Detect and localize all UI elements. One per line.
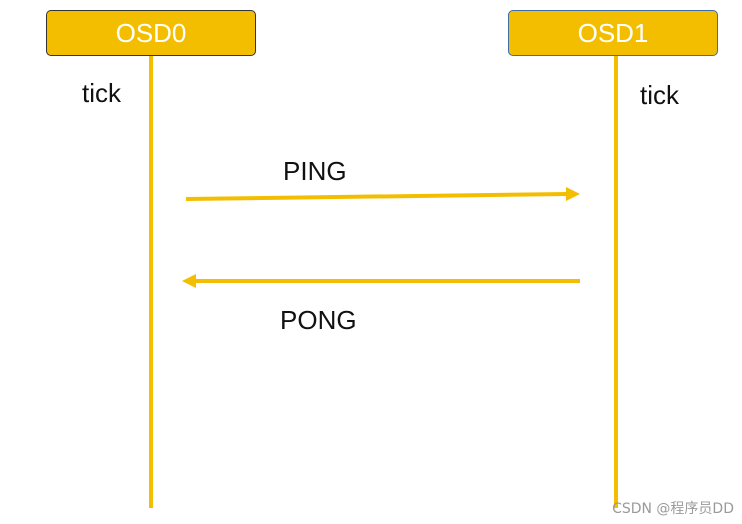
ping-arrow-line — [185, 192, 569, 201]
pong-message-label: PONG — [280, 305, 357, 335]
ping-message-label: PING — [283, 156, 347, 186]
osd0-node: OSD0 — [46, 10, 256, 56]
osd0-node-label: OSD0 — [115, 17, 187, 48]
osd1-node-label: OSD1 — [577, 17, 649, 48]
osd1-node: OSD1 — [508, 10, 718, 56]
osd1-tick-label: tick — [640, 80, 679, 110]
ping-arrow-head — [566, 187, 580, 201]
pong-arrow-head — [182, 274, 196, 288]
watermark-text: CSDN @程序员DD — [612, 501, 734, 517]
osd0-tick-label: tick — [82, 78, 121, 108]
